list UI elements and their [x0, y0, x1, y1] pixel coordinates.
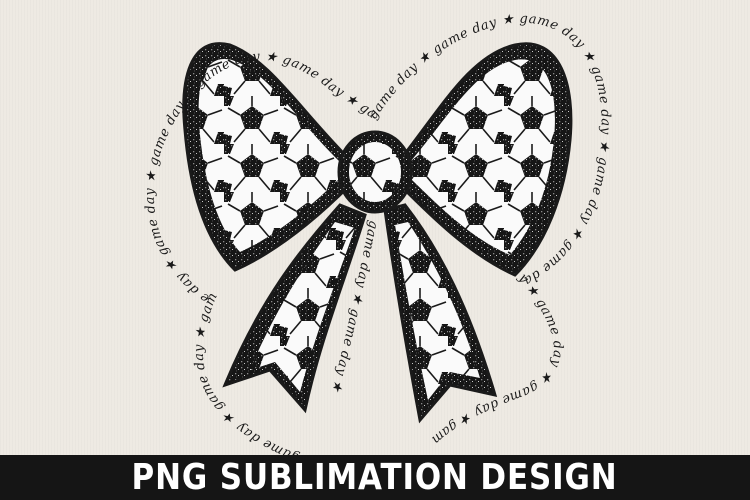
right-bow-loop [398, 42, 573, 277]
left-bow-loop [182, 42, 352, 272]
footer-banner: PNG SUBLIMATION DESIGN [0, 455, 750, 500]
left-ribbon-tail [222, 203, 367, 414]
banner-title: PNG SUBLIMATION DESIGN [131, 457, 619, 498]
bow-knot [337, 130, 413, 214]
right-ribbon-tail [383, 203, 498, 424]
soccer-bow-artwork: game day ★ game day ★ game day ★ game da… [0, 0, 612, 455]
